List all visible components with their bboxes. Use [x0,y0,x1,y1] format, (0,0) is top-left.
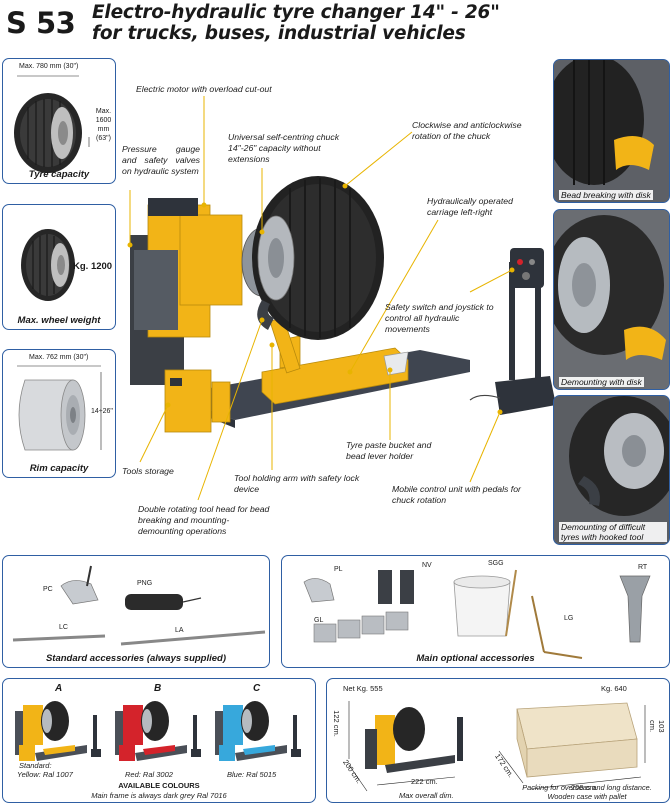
wheel-weight-box: Kg. 1200 Max. wheel weight [2,204,116,330]
callout-tools-storage: Tools storage [122,466,174,476]
accessory-nv-label: NV [422,562,432,569]
bead-breaking-caption: Bead breaking with disk [559,190,653,200]
colours-box: A B C Standard: Yellow: Ral 1007 Red: Ra… [2,678,316,803]
pack-height-label: 103 cm. [648,720,666,733]
accessory-pl-label: PL [334,566,343,573]
packing-note: Packing for overseas and long distance. … [522,783,652,801]
tyre-icon [14,75,90,173]
wheel-weight-caption: Max. wheel weight [17,315,101,326]
machine-red [115,701,201,761]
rim-capacity-caption: Rim capacity [29,463,89,474]
rim-capacity-box: Max. 762 mm (30") 14÷26" Rim capacity [2,349,116,478]
page-title: Electro-hydraulic tyre changer 14" - 26"… [92,2,500,44]
machine-blue [215,701,301,761]
standard-accessories-box: PC PNG LC LA Standard accessories (alway… [2,555,270,668]
overall-dimension-label: Max overall dim. [399,791,454,800]
standard-accessories-title: Standard accessories (always supplied) [45,653,227,664]
accessory-png-label: PNG [137,580,153,587]
standard-colour-label: Standard: [19,761,52,770]
net-weight-label: Net Kg. 555 [343,684,383,693]
packed-weight-label: Kg. 640 [601,684,627,693]
callout-safety-switch: Safety switch and joystick to control al… [385,302,494,334]
standard-accessories-image [12,565,266,646]
callout-tool-head: Double rotating tool head for bead break… [138,504,270,536]
tyre-capacity-caption: Tyre capacity [28,169,90,180]
callout-electric-motor: Electric motor with overload cut-out [136,84,272,94]
rim-diameter-label: 14÷26" [91,408,113,415]
callout-mobile-unit: Mobile control unit with pedals for chuc… [392,484,521,505]
tyre-height-label: Max. 1600 mm (63") [95,108,112,142]
rim-icon [17,365,102,451]
callout-carriage: Hydraulically operated carriage left-rig… [427,196,513,217]
accessory-gl-label: GL [314,617,324,624]
accessory-la-label: LA [175,627,184,634]
model-code: S 53 [6,6,76,40]
callout-chuck: Universal self-centring chuck 14"-26" ca… [228,132,340,164]
colour-option-b: B [154,683,162,694]
accessory-sgg-label: SGG [488,560,504,567]
frame-colour-note: Main frame is always dark grey Ral 7016 [91,791,227,800]
wheel-weight-value: Kg. 1200 [73,261,113,272]
demounting-disk-caption: Demounting with disk [559,377,644,387]
accessory-rt-label: RT [638,564,648,571]
pack-width-label: 200 cm. [571,783,598,792]
colour-option-a: A [55,683,63,694]
blue-colour-label: Blue: Ral 5015 [227,770,277,779]
photo-bead-breaking: Bead breaking with disk [553,59,670,203]
callout-tool-arm: Tool holding arm with safety lock device [234,473,360,494]
accessory-lc-label: LC [59,624,68,631]
difficult-tyres-caption: Demounting of difficult tyres with hooke… [559,522,667,542]
photo-difficult-tyres: Demounting of difficult tyres with hooke… [553,395,670,545]
accessory-lg-label: LG [564,615,574,622]
title-line-1: Electro-hydraulic tyre changer 14" - 26" [92,2,500,23]
available-colours-title: AVAILABLE COLOURS [118,781,200,790]
optional-accessories-title: Main optional accessories [416,653,535,664]
dimensions-drawing [348,701,646,792]
photo-demounting-disk: Demounting with disk [553,209,670,390]
hooked-tool-image [554,396,669,544]
optional-accessories-box: PL NV SGG RT GL LG Main optional accesso… [281,555,670,668]
colour-option-c: C [253,683,261,694]
callout-pressure-gauge: Pressure gauge and safety valves on hydr… [122,144,200,176]
machine-yellow [15,701,101,761]
callout-paste-bucket: Tyre paste bucket and bead lever holder [346,440,432,461]
colour-machines [15,701,301,761]
tyre-width-label: Max. 780 mm (30") [19,63,79,70]
red-colour-label: Red: Ral 3002 [125,770,173,779]
tyre-capacity-box: Max. 780 mm (30") Max. 1600 mm (63") Tyr… [2,58,116,184]
optional-accessories-image [303,569,651,659]
demounting-disk-image [554,210,669,389]
yellow-colour-label: Yellow: Ral 1007 [17,770,73,779]
wheel-icon [21,229,75,301]
height-dimension-label: 122 cm. [331,710,341,737]
width-dimension-label: 222 cm. [411,777,438,786]
dimensions-box: Net Kg. 555 Kg. 640 122 cm. 200 cm. 222 … [326,678,670,803]
rim-width-label: Max. 762 mm (30") [29,354,89,361]
callout-rotation: Clockwise and anticlockwise rotation of … [412,120,522,141]
accessory-pc-label: PC [43,586,53,593]
title-line-2: for trucks, buses, industrial vehicles [92,23,466,44]
bead-breaking-image [554,60,669,202]
